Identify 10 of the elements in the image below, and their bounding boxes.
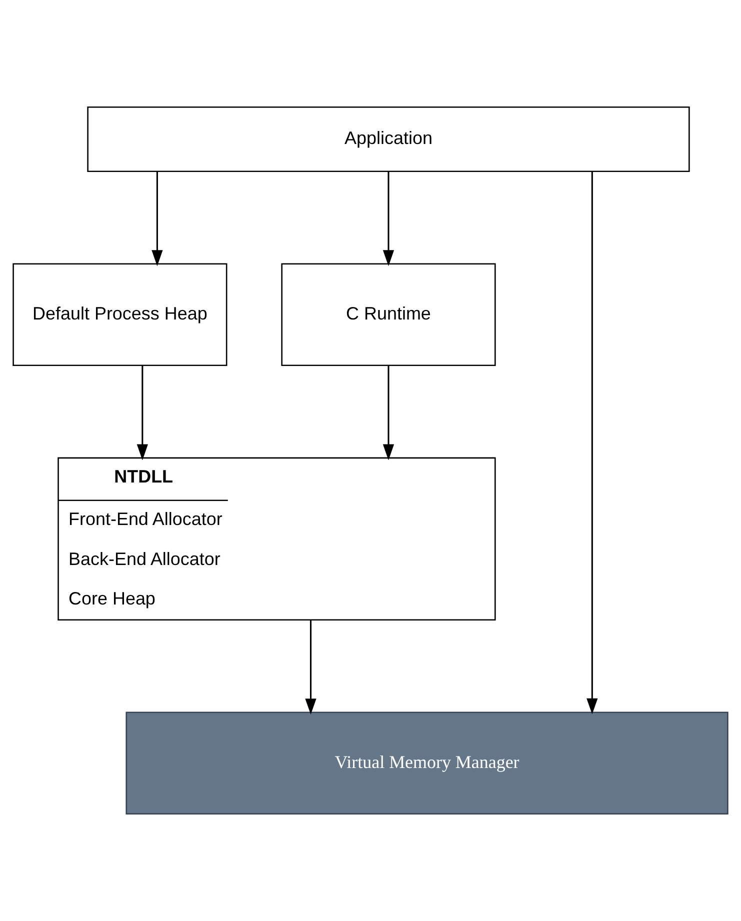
arrow <box>136 366 148 460</box>
arrow <box>382 171 394 266</box>
arrow <box>586 172 598 714</box>
node-box: C Runtime <box>281 263 496 366</box>
node-box: Default Process Heap <box>12 263 228 366</box>
node-box: Virtual Memory Manager <box>126 712 728 814</box>
node-box: Application <box>87 106 690 172</box>
arrow <box>305 620 316 715</box>
arrow <box>382 366 394 460</box>
arrow <box>152 171 163 266</box>
